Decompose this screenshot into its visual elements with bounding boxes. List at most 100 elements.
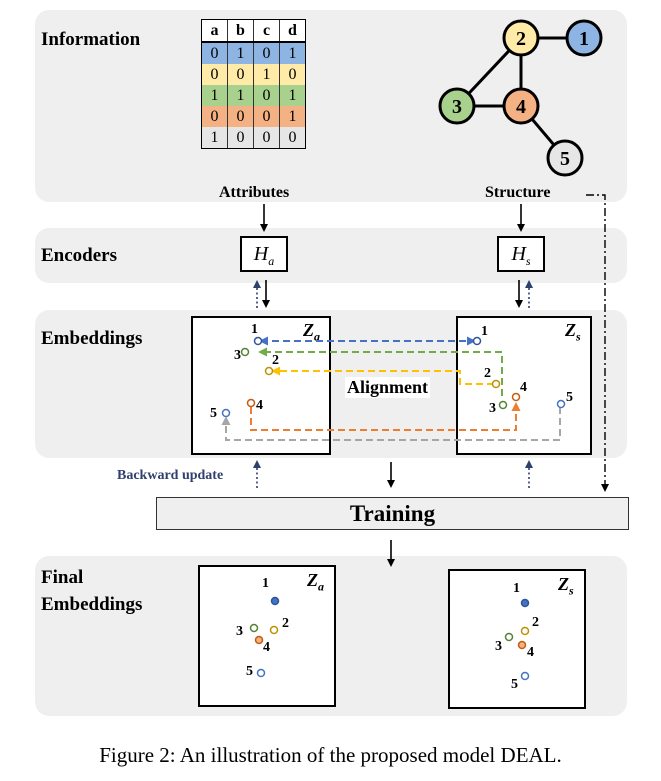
attribute-table-header: a b c d <box>201 19 306 43</box>
za-label-3: 3 <box>234 348 241 363</box>
attribute-cell: 1 <box>227 42 254 64</box>
attribute-cell: 1 <box>201 127 228 149</box>
zs-point-4 <box>511 392 521 402</box>
graph-node-4: 4 <box>502 87 540 125</box>
backward-update-label: Backward update <box>117 468 224 483</box>
attribute-cell: 0 <box>201 64 228 85</box>
zs-point-1 <box>472 336 482 346</box>
za-label-5: 5 <box>210 406 217 421</box>
zs-point-3 <box>498 400 508 410</box>
attribute-cell: 0 <box>201 106 228 127</box>
final-zs-label-5: 5 <box>511 677 518 692</box>
attribute-cell: 1 <box>227 85 254 106</box>
structure-label: Structure <box>485 184 551 201</box>
final-zs-point-1 <box>520 598 530 608</box>
final-structure-embedding-box <box>448 569 586 709</box>
section-final-line1: Final <box>41 567 84 588</box>
graph-node-2: 2 <box>502 19 540 57</box>
final-za-label-5: 5 <box>246 664 253 679</box>
zs-point-5 <box>556 399 566 409</box>
attribute-cell: 1 <box>279 42 306 64</box>
final-za-label-4: 4 <box>263 640 270 655</box>
final-zs-label: Zs <box>558 574 574 598</box>
section-encoders: Encoders <box>41 245 117 266</box>
header-a: a <box>201 19 228 43</box>
final-zs-point-3 <box>504 632 514 642</box>
graph-node-1: 1 <box>565 19 603 57</box>
zs-label: Zs <box>565 320 581 344</box>
graph-node-1-label: 1 <box>579 28 589 50</box>
zs-label-4: 4 <box>520 380 527 395</box>
attribute-cell: 0 <box>279 127 306 149</box>
final-zs-point-4 <box>517 640 527 650</box>
final-za-point-2 <box>269 625 279 635</box>
zs-label-5: 5 <box>566 390 573 405</box>
header-d: d <box>279 19 306 43</box>
attribute-cell: 1 <box>201 85 228 106</box>
za-label-2: 2 <box>272 353 279 368</box>
final-za-point-5 <box>256 668 266 678</box>
section-information: Information <box>41 29 141 50</box>
attribute-cell: 0 <box>253 127 280 149</box>
attribute-cell: 0 <box>253 42 280 64</box>
attribute-cell: 0 <box>227 64 254 85</box>
attribute-encoder-symbol: H <box>253 243 269 265</box>
attribute-cell: 0 <box>253 106 280 127</box>
graph-node-3-label: 3 <box>452 96 462 118</box>
zs-label-2: 2 <box>484 366 491 381</box>
section-embeddings: Embeddings <box>41 328 143 349</box>
attribute-encoder: Ha <box>240 236 288 272</box>
final-attribute-embedding-box <box>198 565 336 707</box>
zs-label-3: 3 <box>489 401 496 416</box>
final-za-label-1: 1 <box>262 576 269 591</box>
za-point-4 <box>246 398 256 408</box>
za-point-2 <box>264 366 274 376</box>
structure-encoder-symbol: H <box>511 243 526 265</box>
header-c: c <box>253 19 280 43</box>
za-point-1 <box>253 336 263 346</box>
graph-node-5-label: 5 <box>560 148 570 170</box>
final-zs-label-2: 2 <box>532 615 539 630</box>
za-label-4: 4 <box>256 398 263 413</box>
attribute-cell: 0 <box>227 106 254 127</box>
alignment-arrow-2 <box>271 366 494 385</box>
final-za-point-4 <box>254 635 264 645</box>
zs-label-1: 1 <box>481 324 488 339</box>
section-final-line2: Embeddings <box>41 594 143 615</box>
graph-node-5: 5 <box>546 139 584 177</box>
structure-encoder: Hs <box>497 236 545 272</box>
final-zs-label-1: 1 <box>513 581 520 596</box>
attribute-cell: 0 <box>279 64 306 85</box>
attributes-label: Attributes <box>219 184 290 201</box>
final-za-label-3: 3 <box>236 624 243 639</box>
final-za-point-1 <box>270 596 280 606</box>
final-za-point-3 <box>249 623 259 633</box>
attribute-cell: 0 <box>253 85 280 106</box>
structure-encoder-sub: s <box>525 254 531 268</box>
attribute-cell: 0 <box>201 42 228 64</box>
attribute-cell: 1 <box>279 85 306 106</box>
final-zs-point-5 <box>520 671 530 681</box>
final-zs-label-4: 4 <box>527 645 534 660</box>
final-zs-label-3: 3 <box>495 639 502 654</box>
za-point-5 <box>221 408 231 418</box>
final-zs-point-2 <box>520 626 530 636</box>
attribute-cell: 0 <box>227 127 254 149</box>
attribute-cell: 1 <box>253 64 280 85</box>
alignment-arrow-4 <box>250 402 521 431</box>
final-za-label-2: 2 <box>282 616 289 631</box>
attribute-cell: 1 <box>279 106 306 127</box>
alignment-label: Alignment <box>345 377 430 398</box>
header-b: b <box>227 19 254 43</box>
za-label-1: 1 <box>251 322 258 337</box>
za-point-3 <box>240 347 250 357</box>
zs-point-2 <box>491 379 501 389</box>
arrow-structure-to-training <box>586 194 609 492</box>
